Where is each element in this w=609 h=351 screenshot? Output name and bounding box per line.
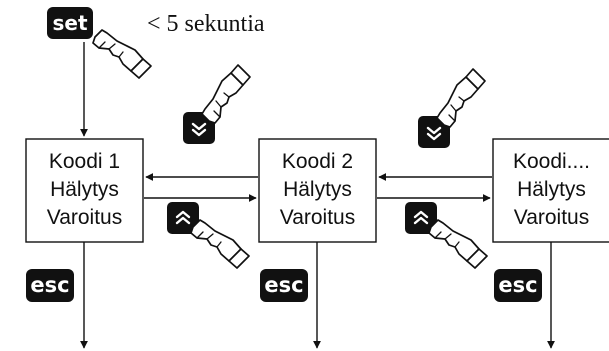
- pressing-hand-icon: [436, 68, 486, 128]
- esc-key-2-label: esc: [264, 273, 303, 297]
- timing-note: < 5 sekuntia: [147, 11, 265, 37]
- code-box-1-alarm: Hälytys: [50, 178, 119, 201]
- code-box-1-frame: [25, 138, 144, 243]
- code-box-3-code: Koodi....: [513, 150, 590, 173]
- esc-key-3[interactable]: esc: [494, 269, 542, 302]
- pressing-hand-icon: [428, 219, 488, 269]
- esc-key-2[interactable]: esc: [260, 269, 308, 302]
- esc-key-1-background: [26, 269, 74, 302]
- up-key-2[interactable]: [405, 202, 437, 234]
- code-box-3: Koodi.... Hälytys Varoitus: [492, 138, 609, 243]
- pressing-hand-icon: [190, 219, 250, 269]
- esc-key-1-label: esc: [30, 273, 69, 297]
- code-box-1: Koodi 1 Hälytys Varoitus: [25, 138, 144, 243]
- set-key-background: [47, 7, 93, 39]
- pressing-hand-icon: [201, 64, 251, 124]
- code-box-1-code: Koodi 1: [49, 150, 120, 173]
- esc-key-3-background: [494, 269, 542, 302]
- pressing-hand-icon: [92, 29, 152, 79]
- esc-key-3-label: esc: [498, 273, 537, 297]
- code-box-2-alarm: Hälytys: [283, 178, 352, 201]
- code-box-2-warning: Varoitus: [280, 206, 355, 229]
- code-box-2-code: Koodi 2: [282, 150, 353, 173]
- code-box-3-alarm: Hälytys: [517, 178, 586, 201]
- code-box-2: Koodi 2 Hälytys Varoitus: [258, 138, 377, 243]
- code-box-3-warning: Varoitus: [514, 206, 589, 229]
- set-key[interactable]: set: [47, 7, 93, 39]
- esc-key-1[interactable]: esc: [26, 269, 74, 302]
- set-key-label: set: [52, 11, 87, 35]
- code-box-1-warning: Varoitus: [47, 206, 122, 229]
- esc-key-2-background: [260, 269, 308, 302]
- up-key-1[interactable]: [167, 202, 199, 234]
- code-box-3-frame: [492, 138, 609, 243]
